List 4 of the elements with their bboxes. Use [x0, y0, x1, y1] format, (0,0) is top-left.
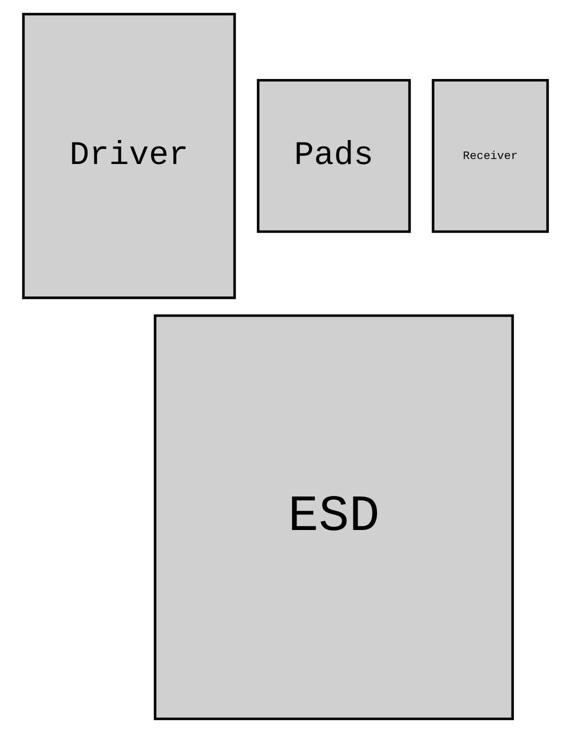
- node-box: Driver: [22, 12, 236, 299]
- node-box: Receiver: [432, 78, 549, 232]
- node-box: Pads: [256, 78, 411, 232]
- node-box: ESD: [154, 314, 514, 720]
